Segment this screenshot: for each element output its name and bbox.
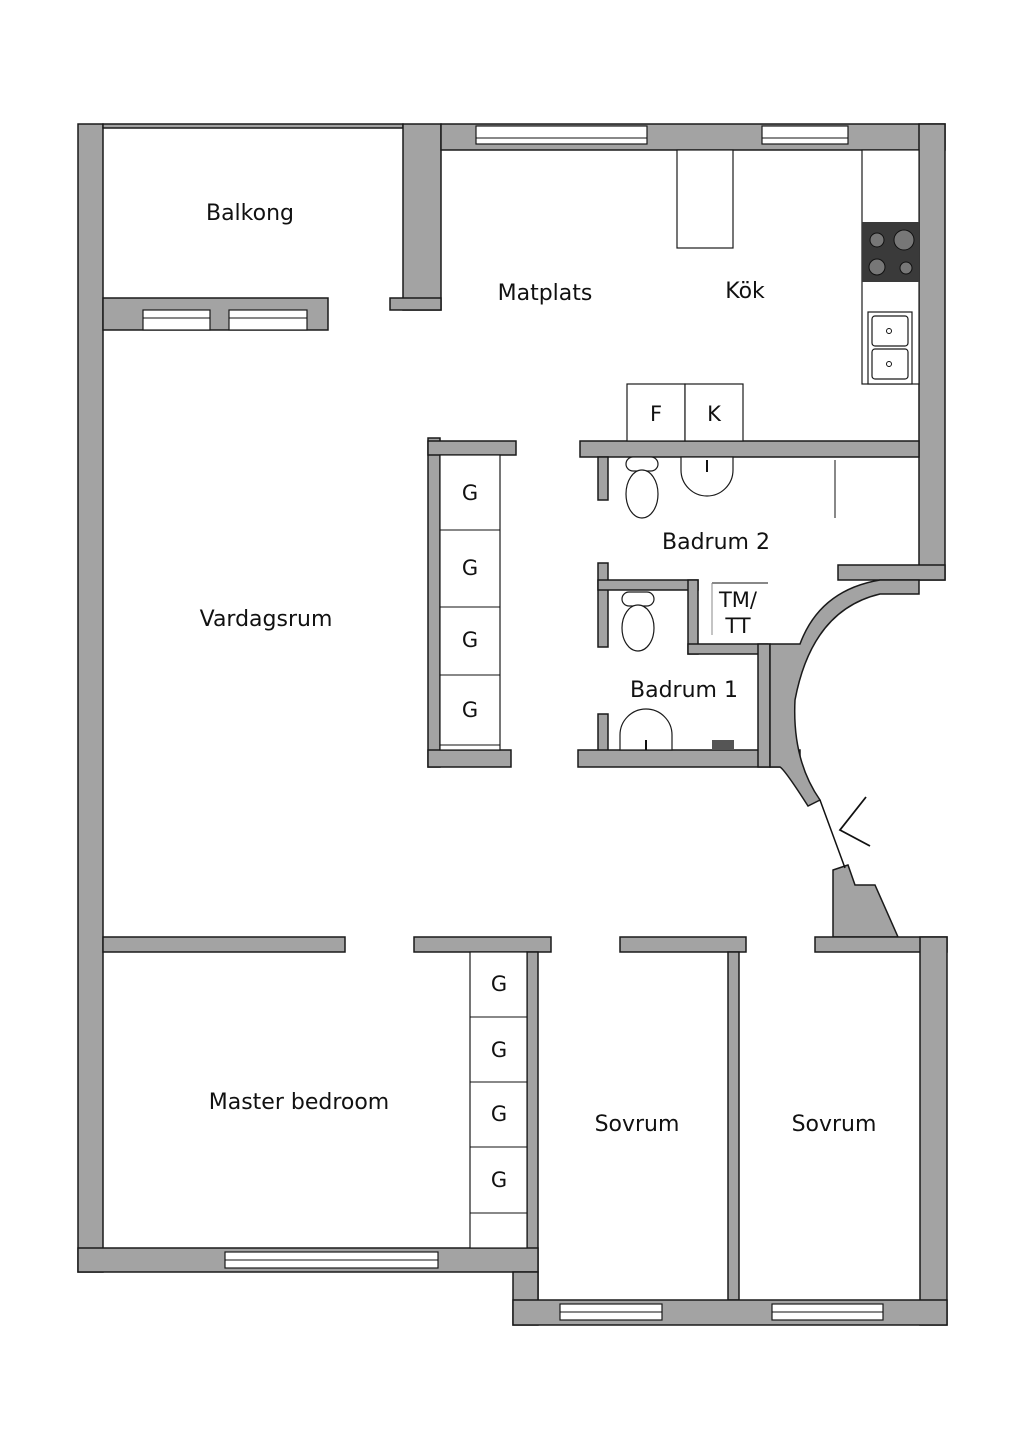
stove-icon [862, 222, 919, 282]
wardrobe-label: G [491, 1168, 507, 1192]
bathroom-fixtures: TM/ TT [619, 456, 836, 751]
windows [142, 125, 884, 1321]
wardrobes: G G G G G G G G [439, 454, 528, 1249]
toilet-icon [621, 591, 655, 652]
room-label-master-bedroom: Master bedroom [209, 1090, 390, 1115]
sink-icon [619, 708, 673, 751]
entrance-door-icon[interactable] [819, 796, 871, 869]
laundry-label-line2: TT [724, 614, 750, 638]
sink-icon [867, 311, 913, 385]
faucet-icon [712, 740, 734, 750]
room-label-sovrum: Sovrum [595, 1112, 680, 1137]
wardrobe-label: G [462, 628, 478, 652]
room-labels: Balkong Matplats Kök Vardagsrum Badrum 2… [200, 201, 877, 1137]
wardrobe-label: G [491, 1038, 507, 1062]
freezer-label: K [707, 402, 722, 426]
room-label-kok: Kök [725, 279, 765, 304]
wardrobe-label: G [462, 481, 478, 505]
laundry-label-line1: TM/ [718, 588, 758, 612]
room-label-balkong: Balkong [206, 201, 294, 226]
room-label-badrum2: Badrum 2 [662, 530, 770, 555]
room-label-badrum1: Badrum 1 [630, 678, 738, 703]
wardrobe-label: G [491, 1102, 507, 1126]
wardrobe-label: G [491, 972, 507, 996]
toilet-icon [625, 456, 659, 519]
room-label-sovrum: Sovrum [792, 1112, 877, 1137]
wardrobe-label: G [462, 556, 478, 580]
sink-icon [680, 456, 734, 497]
wardrobe-label: G [462, 698, 478, 722]
kitchen-island [676, 149, 734, 249]
kitchen-fixtures: F K [626, 149, 920, 442]
entrance-arrow-icon [838, 796, 871, 847]
room-label-vardagsrum: Vardagsrum [200, 607, 333, 632]
fridge-label: F [650, 402, 662, 426]
room-label-matplats: Matplats [498, 281, 593, 306]
